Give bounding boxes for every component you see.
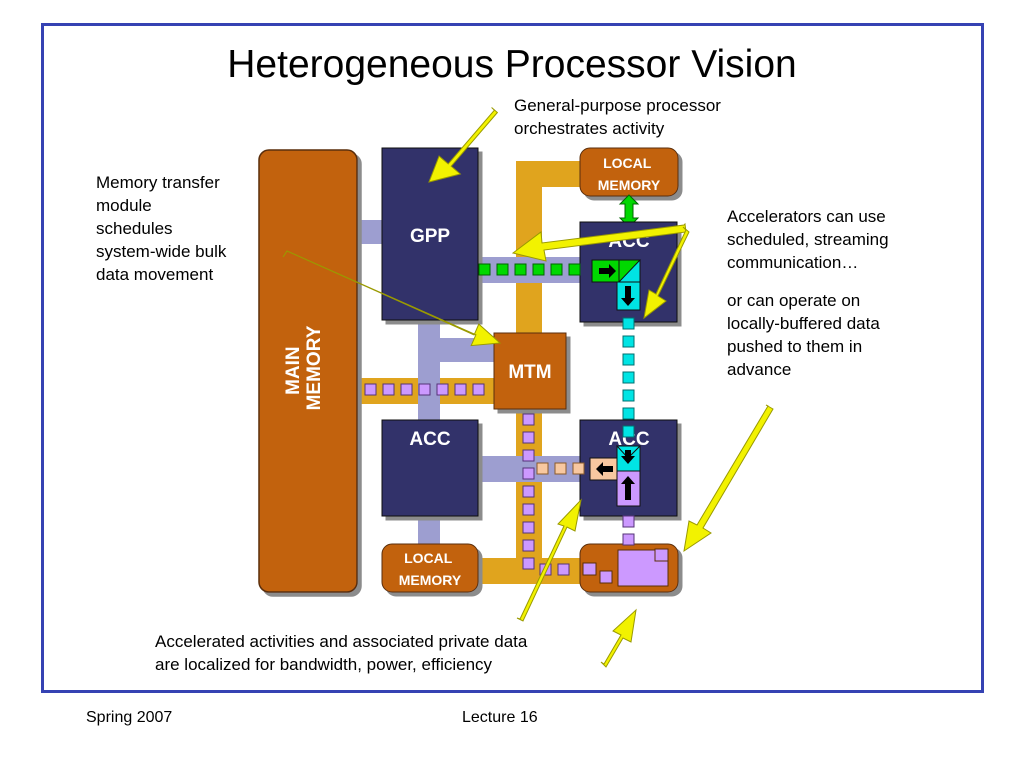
footer-lecture: Lecture 16 [462, 709, 538, 726]
arrow-to-buffer-from-right [683, 404, 774, 553]
slide-frame [41, 23, 984, 693]
arrow-to-mtm [282, 250, 502, 347]
cyan-data-stream [622, 317, 635, 438]
gpp-block [381, 147, 479, 321]
accelerator-streaming-annotation: Accelerators can use scheduled, streamin… [727, 207, 889, 272]
main-memory-label: MAIN MEMORY [283, 325, 325, 410]
arrow-to-green-stream [511, 222, 687, 262]
local-memory-bottom-block [381, 543, 479, 593]
localization-annotation: Accelerated activities and associated pr… [155, 632, 528, 674]
mtm-annotation: Memory transfer module schedules system-… [96, 173, 227, 284]
green-data-stream [478, 263, 581, 276]
footer-date: Spring 2007 [86, 709, 173, 726]
acc-bottom-right-ports [589, 445, 642, 507]
gpp-label: GPP [410, 226, 450, 247]
mtm-label: MTM [508, 362, 551, 383]
accelerator-buffered-annotation: or can operate on locally-buffered data … [727, 291, 880, 379]
acc-bottom-right-label: ACC [608, 429, 649, 450]
acc-bottom-left-label: ACC [409, 429, 450, 450]
gpp-annotation: General-purpose processor orchestrates a… [514, 96, 721, 138]
acc-bottom-left-block [381, 419, 479, 517]
main-memory-block [258, 149, 358, 593]
acc-top-right-ports [591, 259, 642, 311]
buffered-data [582, 548, 669, 587]
arrow-to-cyan-stream [643, 226, 690, 320]
arrow-to-buffer-from-bottom [600, 608, 637, 668]
mtm-block [493, 332, 567, 410]
arrow-to-bottom-acc [516, 498, 582, 622]
peach-data-stream [536, 462, 585, 475]
local-memory-top-label: LOCAL MEMORY [598, 155, 661, 193]
arrow-to-gpp [428, 107, 499, 183]
slide-title: Heterogeneous Processor Vision [227, 43, 797, 86]
local-memory-bottom-label: LOCAL MEMORY [399, 550, 462, 588]
